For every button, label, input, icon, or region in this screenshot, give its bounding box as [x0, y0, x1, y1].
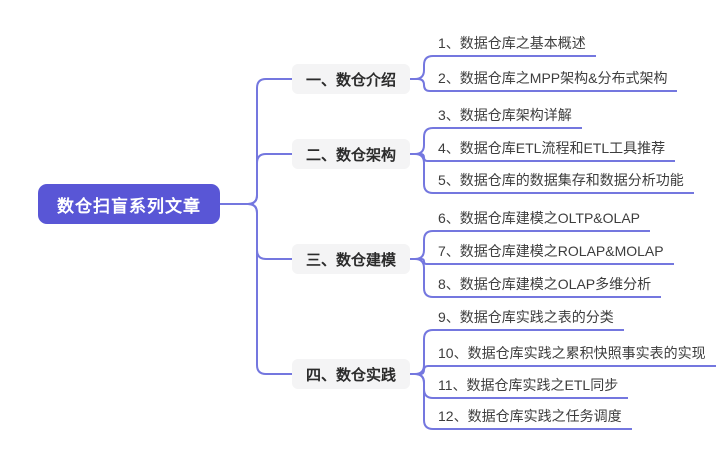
- leaf-node-7[interactable]: 7、数据仓库建模之ROLAP&MOLAP: [438, 242, 674, 265]
- root-node[interactable]: 数仓扫盲系列文章: [38, 184, 220, 224]
- branch-node-3[interactable]: 三、数仓建模: [292, 244, 410, 274]
- leaf-node-12[interactable]: 12、数据仓库实践之任务调度: [438, 407, 632, 430]
- branch-node-4[interactable]: 四、数仓实践: [292, 359, 410, 389]
- branch-node-2[interactable]: 二、数仓架构: [292, 139, 410, 169]
- leaf-node-2[interactable]: 2、数据仓库之MPP架构&分布式架构: [438, 69, 678, 92]
- leaf-node-5[interactable]: 5、数据仓库的数据集存和数据分析功能: [438, 171, 694, 194]
- leaf-node-6[interactable]: 6、数据仓库建模之OLTP&OLAP: [438, 209, 651, 232]
- leaf-node-1[interactable]: 1、数据仓库之基本概述: [438, 34, 596, 57]
- leaf-node-8[interactable]: 8、数据仓库建模之OLAP多维分析: [438, 275, 662, 298]
- leaf-node-11[interactable]: 11、数据仓库实践之ETL同步: [438, 376, 629, 399]
- leaf-node-9[interactable]: 9、数据仓库实践之表的分类: [438, 308, 624, 331]
- leaf-node-10[interactable]: 10、数据仓库实践之累积快照事实表的实现: [438, 344, 716, 367]
- leaf-node-4[interactable]: 4、数据仓库ETL流程和ETL工具推荐: [438, 139, 676, 162]
- leaf-node-3[interactable]: 3、数据仓库架构详解: [438, 106, 582, 129]
- branch-node-1[interactable]: 一、数仓介绍: [292, 64, 410, 94]
